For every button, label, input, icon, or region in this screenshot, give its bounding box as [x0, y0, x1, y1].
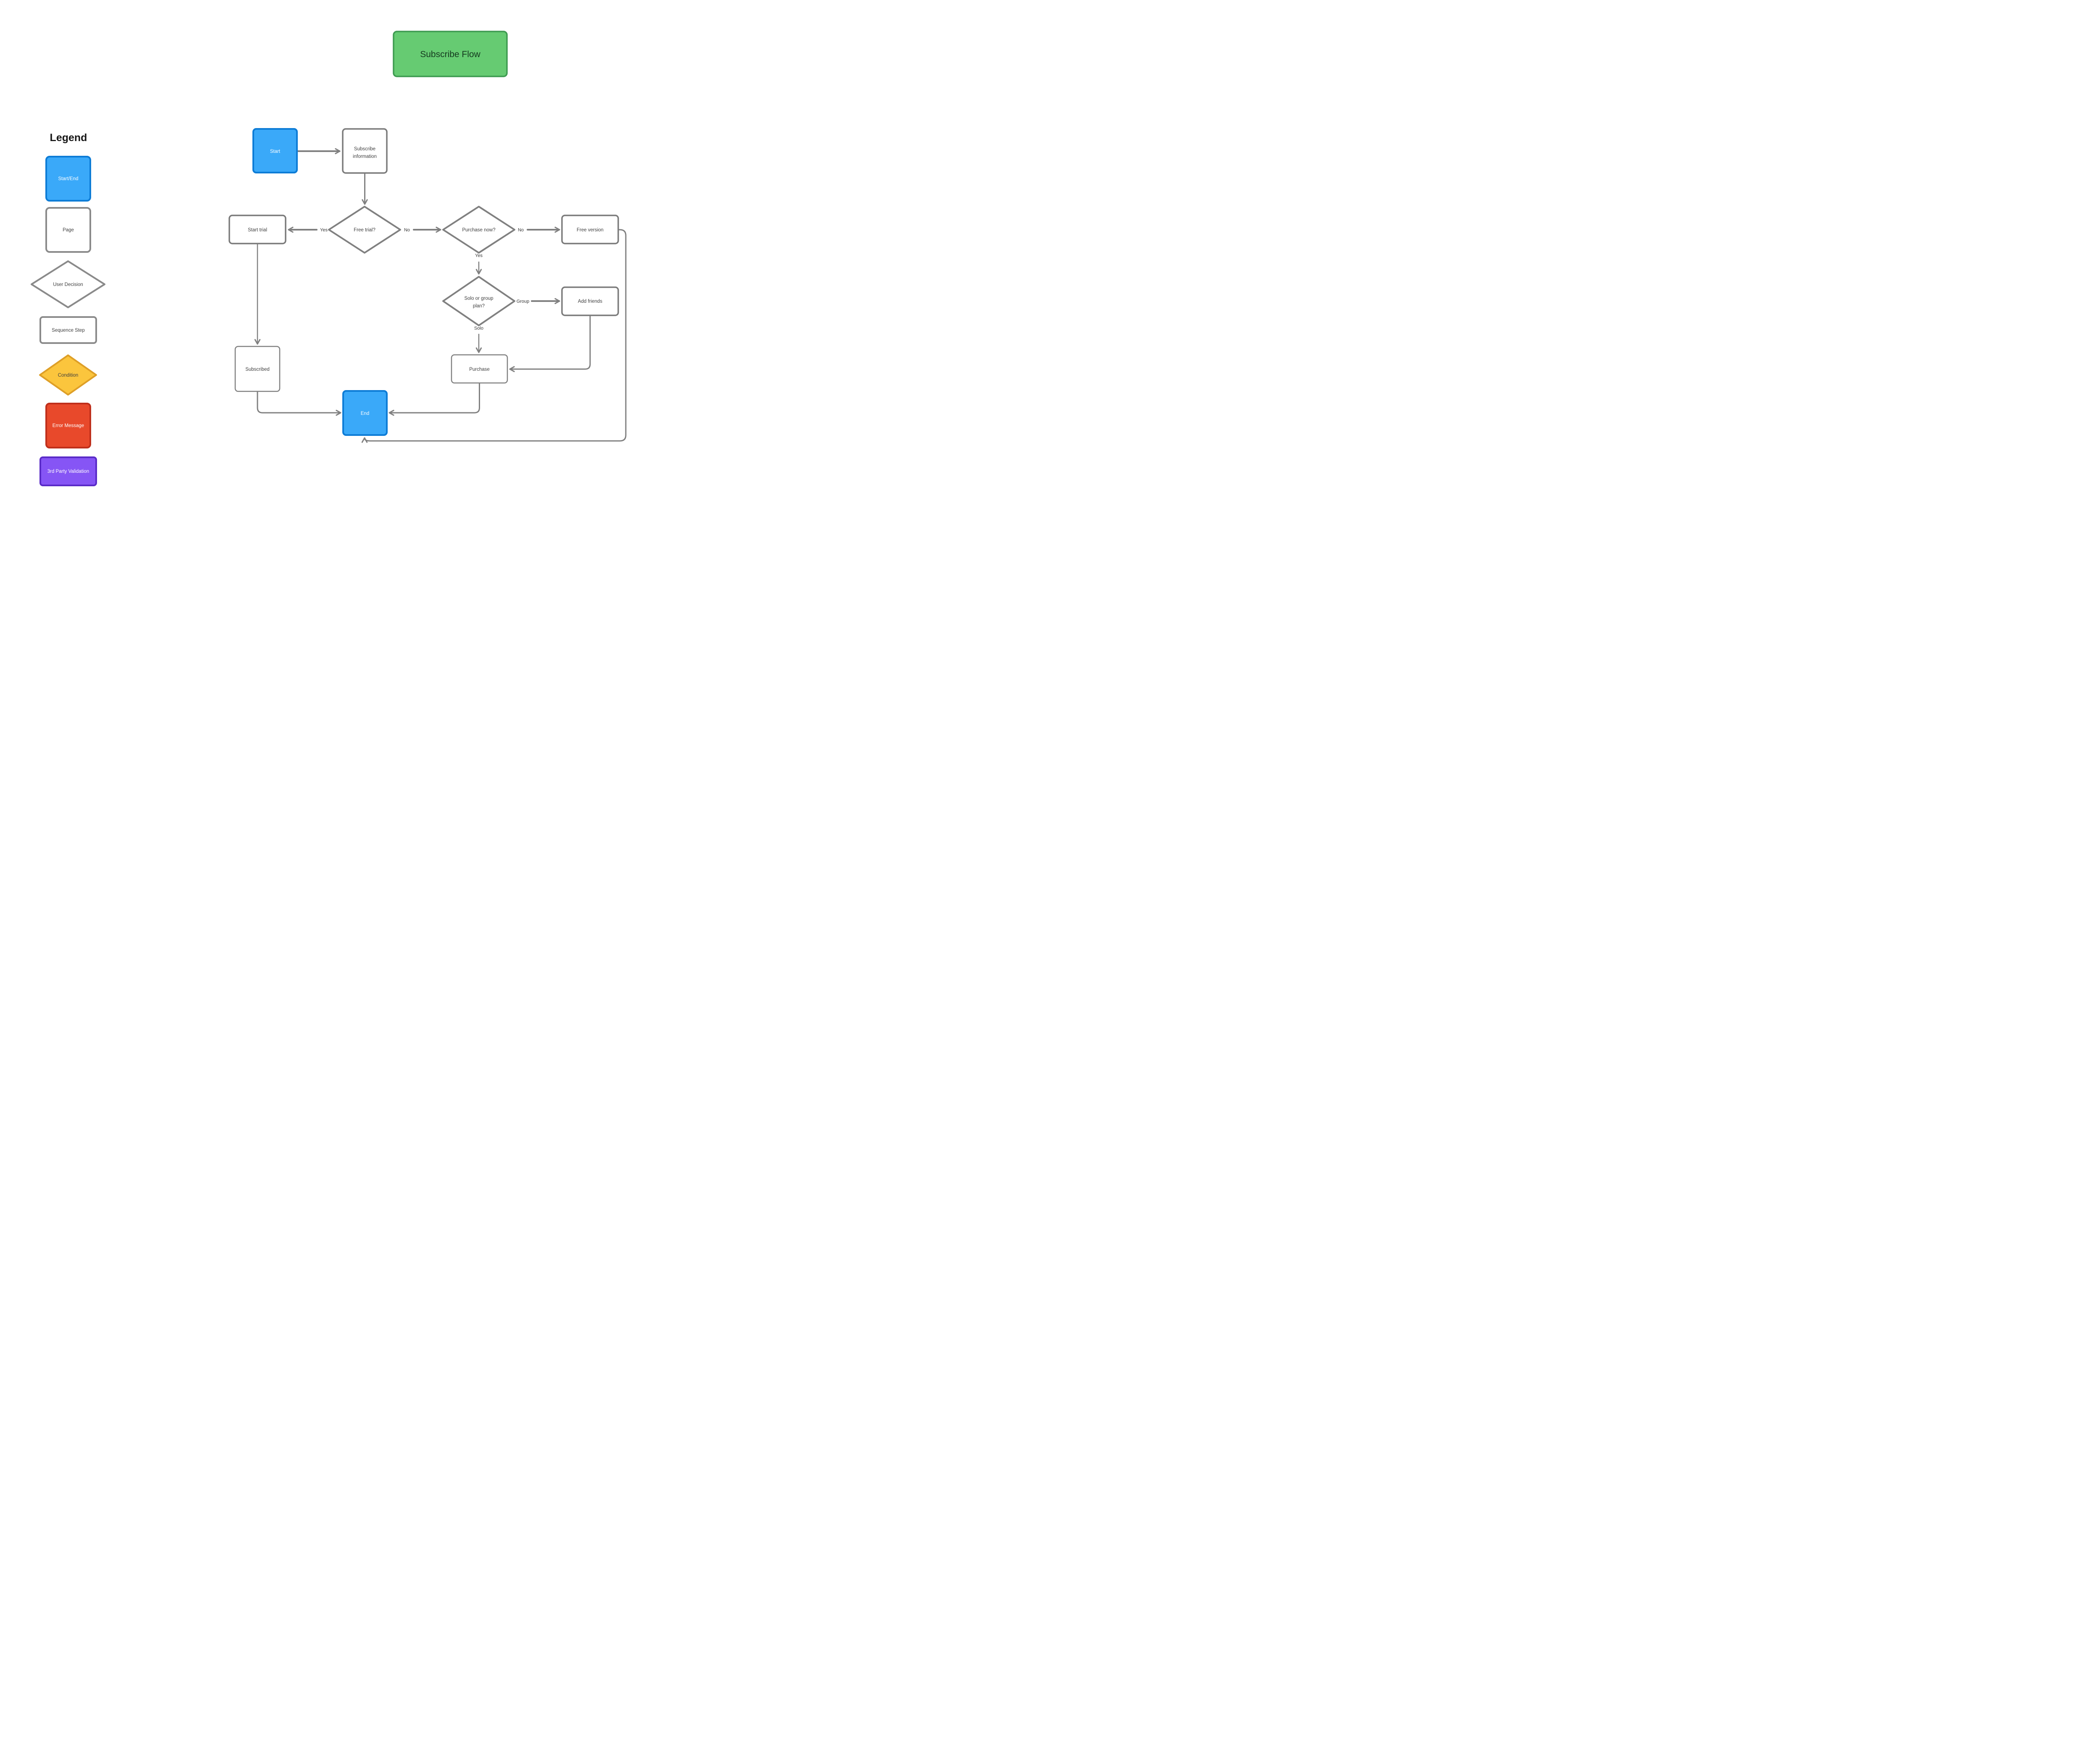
legend-start-end-box[interactable]: [45, 156, 91, 202]
subscribed-label: Subscribed: [245, 367, 270, 372]
legend-error-message-box[interactable]: [45, 403, 91, 448]
edge-label-solo: Solo: [474, 326, 483, 331]
purchase-now-diamond[interactable]: [442, 206, 515, 254]
start-box[interactable]: [252, 128, 298, 173]
node-free-trial-decision[interactable]: Free trial?: [328, 206, 401, 254]
legend-start-end-label: Start/End: [58, 176, 79, 181]
edge-labels: Yes No No Yes Group Solo: [320, 228, 529, 331]
legend-item-third-party-validation[interactable]: 3rd Party Validation: [39, 456, 97, 486]
solo-or-group-diamond[interactable]: [442, 276, 515, 326]
free-trial-diamond[interactable]: [328, 206, 401, 254]
start-label: Start: [270, 149, 281, 154]
solo-or-group-label-line2: plan?: [473, 304, 485, 309]
start-trial-label: Start trial: [248, 228, 267, 233]
legend-third-party-box[interactable]: [39, 456, 97, 486]
add-friends-label: Add friends: [578, 299, 602, 304]
subscribe-information-box[interactable]: [342, 128, 388, 174]
node-subscribed[interactable]: Subscribed: [234, 346, 281, 392]
legend-page-label: Page: [63, 228, 74, 233]
legend-item-start-end[interactable]: Start/End: [45, 156, 91, 202]
node-purchase[interactable]: Purchase: [451, 354, 508, 384]
node-purchase-now-decision[interactable]: Purchase now?: [442, 206, 515, 254]
node-solo-or-group-decision[interactable]: Solo or group plan?: [442, 276, 515, 326]
node-end[interactable]: End: [342, 390, 388, 436]
legend-item-error-message[interactable]: Error Message: [45, 403, 91, 448]
legend: Legend Start/End Page User Decision Sequ…: [31, 132, 105, 486]
legend-sequence-step-label: Sequence Step: [52, 328, 85, 333]
purchase-box[interactable]: [451, 354, 508, 384]
edge-label-group: Group: [517, 299, 530, 304]
diagram-title[interactable]: Subscribe Flow: [393, 31, 508, 77]
legend-user-decision-diamond[interactable]: [31, 260, 105, 308]
legend-page-box[interactable]: [45, 207, 91, 253]
free-version-label: Free version: [577, 228, 604, 233]
legend-heading: Legend: [50, 132, 87, 144]
end-label: End: [361, 411, 369, 416]
node-subscribe-information[interactable]: Subscribe information: [342, 128, 388, 174]
end-box[interactable]: [342, 390, 388, 436]
legend-item-sequence-step[interactable]: Sequence Step: [39, 316, 97, 344]
flowchart-canvas: Subscribe Flow Legend Start/End Page Use…: [0, 0, 649, 510]
legend-item-page[interactable]: Page: [45, 207, 91, 253]
legend-item-user-decision[interactable]: User Decision: [31, 260, 105, 308]
edge-purchase-to-end[interactable]: [388, 383, 480, 416]
purchase-now-label: Purchase now?: [462, 228, 495, 233]
legend-condition-diamond[interactable]: [39, 354, 97, 396]
subscribe-information-label-line1: Subscribe: [354, 147, 375, 152]
edge-label-no-free-trial: No: [404, 228, 410, 233]
legend-sequence-step-box[interactable]: [39, 316, 97, 344]
subscribed-box[interactable]: [234, 346, 281, 392]
subscribe-information-label-line2: information: [353, 154, 377, 159]
free-trial-label: Free trial?: [354, 228, 375, 233]
title-text: Subscribe Flow: [420, 50, 480, 59]
edge-label-yes-free-trial: Yes: [320, 228, 328, 233]
legend-third-party-label: 3rd Party Validation: [47, 469, 89, 474]
solo-or-group-label-line1: Solo or group: [464, 296, 493, 301]
edge-label-no-purchase-now: No: [518, 228, 524, 233]
free-version-box[interactable]: [561, 215, 619, 244]
node-start-trial[interactable]: Start trial: [228, 215, 286, 244]
legend-condition-label: Condition: [58, 373, 79, 378]
legend-error-message-label: Error Message: [52, 423, 84, 428]
edges: [254, 148, 627, 443]
node-free-version[interactable]: Free version: [561, 215, 619, 244]
start-trial-box[interactable]: [228, 215, 286, 244]
edge-add-friends-to-purchase[interactable]: [509, 315, 591, 372]
edge-label-yes-purchase-now: Yes: [475, 253, 483, 258]
node-start[interactable]: Start: [252, 128, 298, 173]
edge-free-version-to-end[interactable]: [361, 229, 627, 443]
node-add-friends[interactable]: Add friends: [561, 286, 619, 316]
legend-item-condition[interactable]: Condition: [39, 354, 97, 396]
add-friends-box[interactable]: [561, 286, 619, 316]
purchase-label: Purchase: [469, 367, 490, 372]
title-box[interactable]: [393, 31, 508, 77]
legend-user-decision-label: User Decision: [53, 282, 83, 287]
edge-subscribed-to-end[interactable]: [257, 391, 341, 416]
